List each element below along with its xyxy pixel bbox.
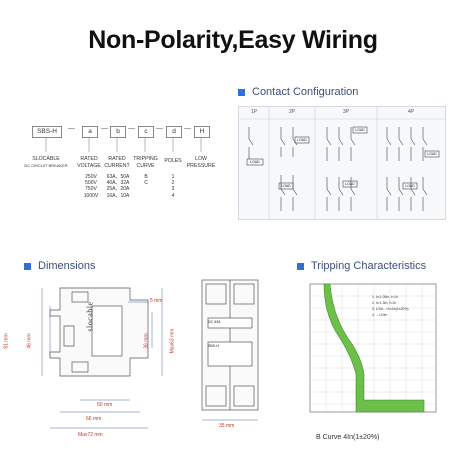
legend-item: 3. 1/1In...<t<4In(1±20%) bbox=[372, 307, 409, 311]
label-poles: POLES bbox=[164, 158, 182, 164]
dim-50mm: 50 mm bbox=[97, 402, 113, 408]
side-view-drawing bbox=[41, 287, 163, 429]
dim-46mm: 46 mm bbox=[26, 333, 33, 349]
load-label: LOAD bbox=[355, 128, 365, 132]
contact-config-table: 1P 2P 3P 4P LOAD LOAD LOAD LOAD LOAD LOA… bbox=[238, 106, 446, 220]
bullet-square-icon bbox=[238, 88, 245, 96]
current-option: 16A、10A bbox=[106, 192, 130, 199]
legend-item: 1. Ir=1.05In, t<1h bbox=[372, 295, 398, 299]
brand-logo: slocable bbox=[85, 301, 95, 332]
bullet-square-icon bbox=[24, 262, 31, 270]
dim-36mm: 36 mm bbox=[143, 333, 150, 349]
voltage-option: 1000V bbox=[83, 192, 99, 199]
dim-max63mm: Max63 mm bbox=[169, 328, 176, 354]
voltage-option: 750V bbox=[85, 186, 97, 193]
bullet-square-icon bbox=[297, 262, 304, 270]
load-label: LOAD bbox=[405, 184, 415, 188]
front-rating-label: DC 63A bbox=[208, 320, 221, 324]
current-list: 63A、50A 40A、32A 25A、20A 16A、10A bbox=[104, 174, 132, 199]
code-dash: — bbox=[184, 125, 191, 132]
contact-config-heading: Contact Configuration bbox=[238, 86, 358, 98]
curve-option: B bbox=[144, 174, 148, 180]
voltage-list: 250V 500V 750V 1000V bbox=[80, 174, 102, 199]
tripping-caption: B Curve 4In(1±20%) bbox=[316, 434, 380, 441]
current-option: 40A、32A bbox=[106, 180, 130, 187]
voltage-option: 500V bbox=[85, 180, 97, 187]
code-box-c: c bbox=[138, 126, 154, 138]
page-title: Non-Polarity,Easy Wiring bbox=[88, 26, 378, 54]
contact-wiring-diagram bbox=[239, 107, 445, 219]
poles-option: 2 bbox=[171, 180, 175, 187]
legend-item: 4. ...<10In bbox=[372, 313, 387, 317]
dim-81mm: 81 mm bbox=[3, 333, 10, 349]
curve-list: B C bbox=[141, 174, 151, 186]
load-label: LOAD bbox=[250, 160, 260, 164]
poles-option: 4 bbox=[171, 192, 175, 199]
tripping-title: Tripping Characteristics bbox=[311, 260, 427, 272]
label-rated-voltage: RATED VOLTAGE bbox=[77, 156, 101, 169]
label-rated-current: RATED CURRENT bbox=[104, 156, 130, 169]
code-dash: — bbox=[101, 125, 108, 132]
header-1p: 1P bbox=[250, 109, 258, 115]
dimensions-title: Dimensions bbox=[38, 260, 96, 272]
header-2p: 2P bbox=[288, 109, 296, 115]
code-dash: — bbox=[128, 125, 135, 132]
front-view-drawing bbox=[201, 279, 259, 421]
header-4p: 4P bbox=[407, 109, 415, 115]
code-dash: — bbox=[68, 125, 75, 132]
code-box-h: H bbox=[194, 126, 210, 138]
dim-max72mm: Max72 mm bbox=[78, 432, 103, 438]
code-dash: — bbox=[156, 125, 163, 132]
load-label: LOAD bbox=[297, 138, 307, 142]
tripping-heading: Tripping Characteristics bbox=[297, 260, 426, 272]
label-dc-breaker: DC CIRCUIT BREAKER bbox=[24, 162, 68, 168]
load-label: LOAD bbox=[281, 184, 291, 188]
load-label: LOAD bbox=[427, 152, 437, 156]
dim-35mm: 35 mm bbox=[219, 423, 235, 429]
contact-config-title: Contact Configuration bbox=[252, 86, 359, 98]
code-box-a: a bbox=[82, 126, 98, 138]
label-tripping-curve: TRIPPING CURVE bbox=[133, 156, 158, 169]
dim-5mm: 5 mm bbox=[150, 298, 163, 304]
current-option: 25A、20A bbox=[106, 186, 130, 193]
label-slocable: SLOCABLE DC CIRCUIT BREAKER bbox=[20, 156, 72, 169]
current-option: 63A、50A bbox=[106, 174, 130, 180]
code-box-b: b bbox=[110, 126, 126, 138]
poles-option: 3 bbox=[171, 186, 175, 193]
tripping-curve-chart: 1. Ir=1.05In, t<1h 2. Ir=1.3In, t<1h 3. … bbox=[309, 283, 437, 413]
code-box-series: SBS-H bbox=[32, 126, 62, 138]
curve-option: C bbox=[144, 180, 148, 187]
chart-legend: 1. Ir=1.05In, t<1h 2. Ir=1.3In, t<1h 3. … bbox=[372, 295, 409, 317]
dim-66mm: 66 mm bbox=[86, 416, 102, 422]
front-model-label: SBS-H bbox=[208, 344, 219, 348]
poles-option: 1 bbox=[171, 174, 175, 180]
poles-list: 1 2 3 4 bbox=[168, 174, 178, 199]
dimensions-heading: Dimensions bbox=[24, 260, 95, 272]
header-3p: 3P bbox=[342, 109, 350, 115]
voltage-option: 250V bbox=[85, 174, 97, 180]
code-box-d: d bbox=[166, 126, 182, 138]
label-low-pressure: LOW PRESSURE bbox=[186, 156, 216, 169]
legend-item: 2. Ir=1.3In, t<1h bbox=[372, 301, 396, 305]
load-label: LOAD bbox=[345, 182, 355, 186]
label-brand: SLOCABLE bbox=[32, 156, 60, 162]
